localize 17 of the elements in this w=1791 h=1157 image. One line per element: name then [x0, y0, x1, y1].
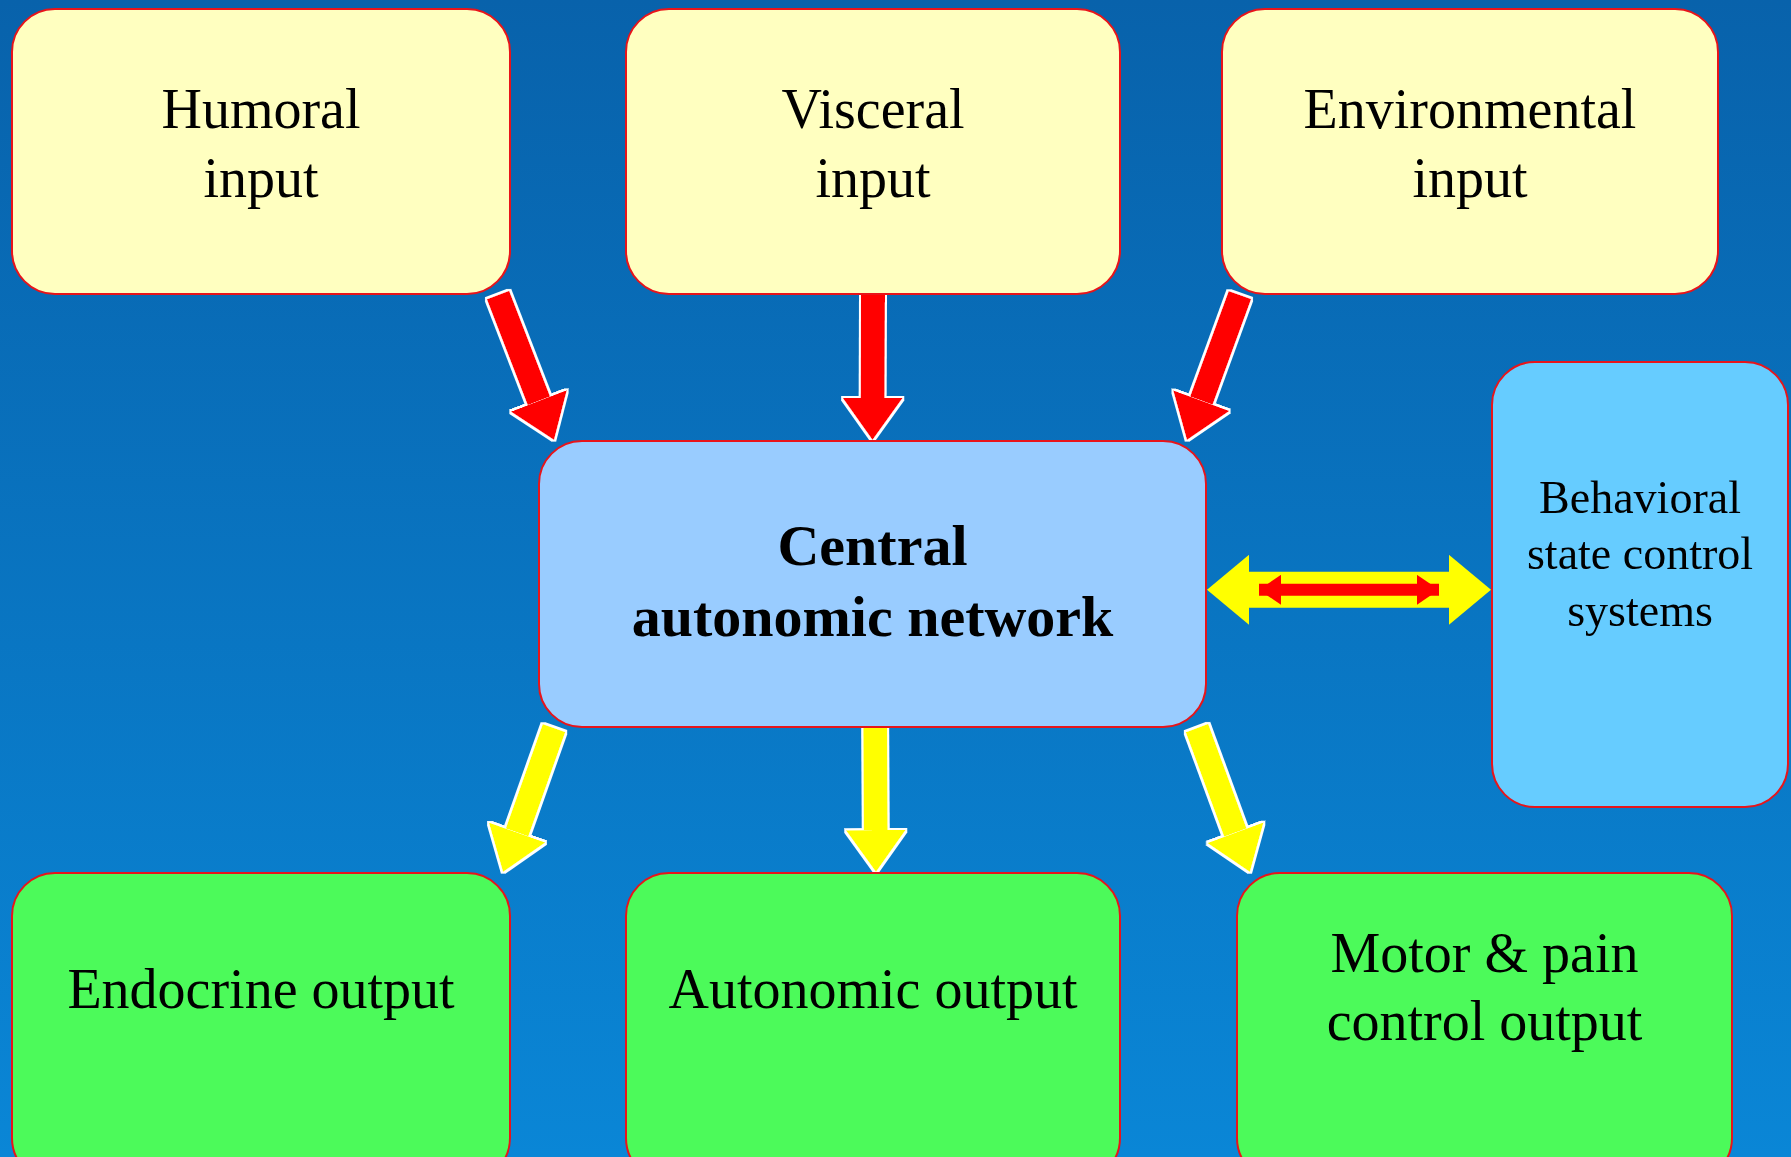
output-box [1236, 872, 1733, 1157]
network-box [538, 440, 1207, 728]
output-box [625, 872, 1121, 1157]
node-label: Visceral input [781, 77, 965, 211]
node-label: Humoral input [161, 77, 361, 211]
node-label: Motor & pain control output [1326, 920, 1643, 1054]
input-box [11, 8, 511, 295]
arrow [842, 294, 903, 441]
output-box [11, 872, 511, 1157]
node-label: Environmental input [1303, 77, 1637, 211]
input-box [1221, 8, 1719, 295]
node-label: Central autonomic network [631, 512, 1114, 651]
node-label: Autonomic output [668, 956, 1078, 1022]
system-box [1491, 361, 1789, 808]
node-label: Behavioral state control systems [1526, 471, 1754, 638]
input-box [625, 8, 1121, 295]
node-label: Endocrine output [67, 956, 455, 1022]
